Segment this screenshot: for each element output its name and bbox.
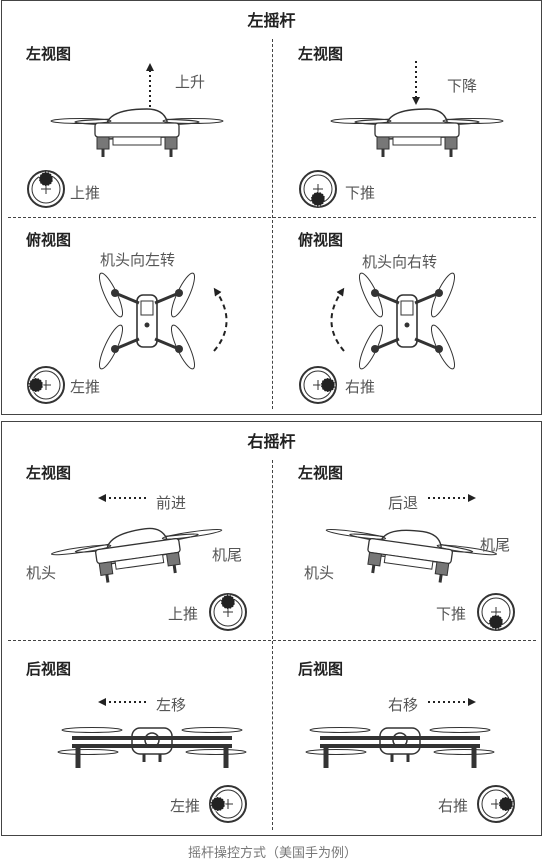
drone-side-view [329, 107, 505, 159]
stick-left-icon [27, 366, 65, 404]
view-label: 俯视图 [26, 231, 72, 249]
view-label: 俯视图 [298, 231, 344, 249]
view-label: 左视图 [26, 45, 72, 63]
action-label: 机头向左转 [100, 251, 176, 269]
view-label: 后视图 [298, 660, 344, 678]
right-arrow-icon [428, 698, 476, 706]
view-label: 左视图 [298, 45, 344, 63]
drone-rear-view [300, 716, 500, 776]
stick-right-icon [299, 366, 337, 404]
view-label: 左视图 [298, 464, 344, 482]
stick-right-icon [477, 785, 515, 823]
push-label: 上推 [168, 605, 199, 623]
stick-down-icon [477, 593, 515, 631]
drone-top-view [93, 269, 201, 373]
left-arrow-icon [98, 494, 146, 502]
tail-label: 机尾 [480, 536, 511, 554]
action-label: 左移 [156, 696, 187, 714]
vertical-divider [272, 460, 273, 830]
action-label: 后退 [388, 494, 419, 512]
left-arrow-icon [98, 698, 146, 706]
drone-rear-view [52, 716, 252, 776]
stick-up-icon [209, 593, 247, 631]
push-label: 左推 [170, 797, 201, 815]
right-arrow-icon [428, 494, 476, 502]
up-arrow-icon [146, 63, 154, 107]
action-label: 前进 [156, 494, 187, 512]
left-stick-panel: 左摇杆 左视图 上升 上推 左视图 下降 下推 俯视图 机头向左转 左推 俯视图… [1, 0, 542, 415]
nose-label: 机头 [304, 564, 335, 582]
rotate-arrow-icon [330, 287, 345, 352]
left-stick-title: 左摇杆 [247, 11, 296, 30]
horizontal-divider [8, 640, 536, 641]
drone-top-view [353, 269, 461, 373]
action-label: 下降 [447, 77, 478, 95]
push-label: 左推 [70, 378, 101, 396]
view-label: 左视图 [26, 464, 72, 482]
stick-down-icon [299, 170, 337, 208]
right-stick-panel: 右摇杆 左视图 前进 机头 机尾 上推 左视图 后退 机头 机尾 下推 后视图 … [1, 421, 542, 836]
stick-up-icon [27, 170, 65, 208]
push-label: 下推 [436, 605, 467, 623]
drone-side-view [49, 107, 225, 159]
push-label: 右推 [438, 797, 469, 815]
stick-left-icon [209, 785, 247, 823]
action-label: 机头向右转 [362, 253, 438, 271]
horizontal-divider [8, 217, 536, 218]
action-label: 右移 [388, 696, 419, 714]
vertical-divider [272, 39, 273, 409]
tail-label: 机尾 [212, 546, 243, 564]
push-label: 上推 [70, 184, 101, 202]
action-label: 上升 [175, 73, 206, 91]
rotate-arrow-icon [213, 287, 228, 352]
right-stick-title: 右摇杆 [247, 432, 296, 451]
push-label: 下推 [345, 184, 376, 202]
view-label: 后视图 [26, 660, 72, 678]
down-arrow-icon [412, 61, 420, 105]
push-label: 右推 [345, 378, 376, 396]
figure-caption: 摇杆操控方式（美国手为例） [187, 846, 357, 861]
nose-label: 机头 [26, 564, 57, 582]
